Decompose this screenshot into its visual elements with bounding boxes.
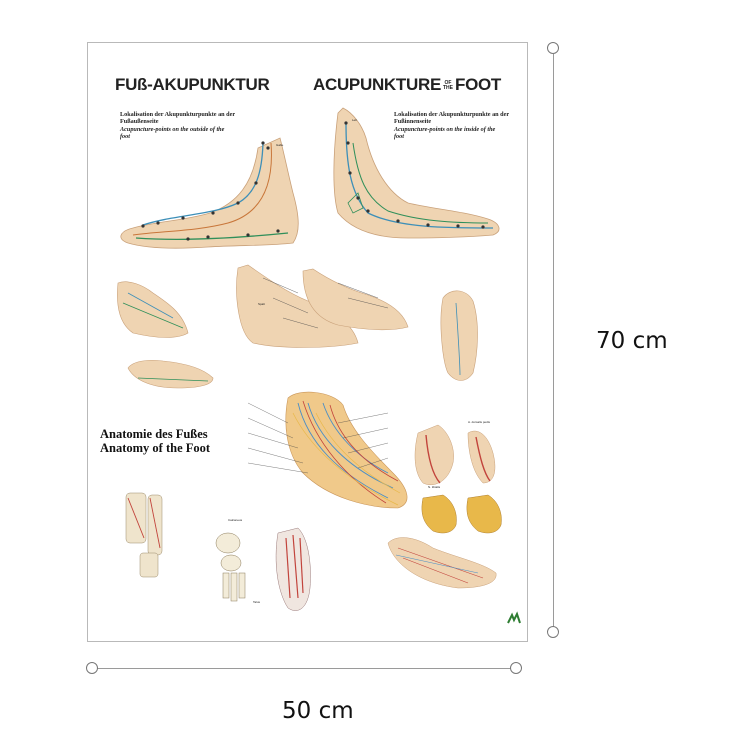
width-right-marker [510, 662, 522, 674]
anatomy-title-english: Anatomy of the Foot [100, 441, 211, 455]
inside-foot-illustration: Leb [333, 107, 500, 239]
inside-caption-english: Acupuncture-points on the inside of the … [394, 126, 496, 140]
label-gabe: Gabe [276, 143, 284, 147]
poster-title-german: FUß-AKUPUNKTUR [115, 75, 270, 94]
width-dimension-line [97, 668, 515, 669]
width-label: 50 cm [282, 698, 354, 724]
label-spalt: Spalt [258, 302, 265, 306]
height-label: 70 cm [596, 328, 668, 354]
label-n-tibialis: N. tibialis [428, 485, 441, 489]
small-feet-illustrations: Spalt [117, 264, 478, 389]
publisher-logo [506, 611, 522, 627]
height-bottom-marker [547, 626, 559, 638]
anatomy-title-german: Anatomie des Fußes [100, 427, 208, 441]
outside-caption-german: Lokalisation der Akupunkturpunkte an der… [120, 111, 235, 125]
label-talus: Talus [253, 600, 261, 604]
outside-caption-english: Acupuncture-points on the outside of the… [120, 126, 225, 140]
inside-caption-german: Lokalisation der Akupunkturpunkte an der… [394, 111, 509, 125]
anatomy-title: Anatomie des Fußes Anatomy of the Foot [100, 427, 210, 455]
outside-foot-illustration: Gabe [120, 137, 299, 249]
label-a-dorsalis-pedis: A. dorsalis pedis [468, 420, 491, 424]
title-en-end: FOOT [454, 75, 501, 94]
label-calcaneus: Calcaneus [228, 518, 243, 522]
width-left-marker [86, 662, 98, 674]
label-leb: Leb [352, 118, 357, 122]
title-en-main: ACUPUNKTURE [313, 75, 441, 94]
anatomy-illustrations: Calcaneus Talus N. tibialis A. dorsalis … [125, 391, 502, 611]
height-top-marker [547, 42, 559, 54]
height-dimension-line [553, 54, 554, 632]
